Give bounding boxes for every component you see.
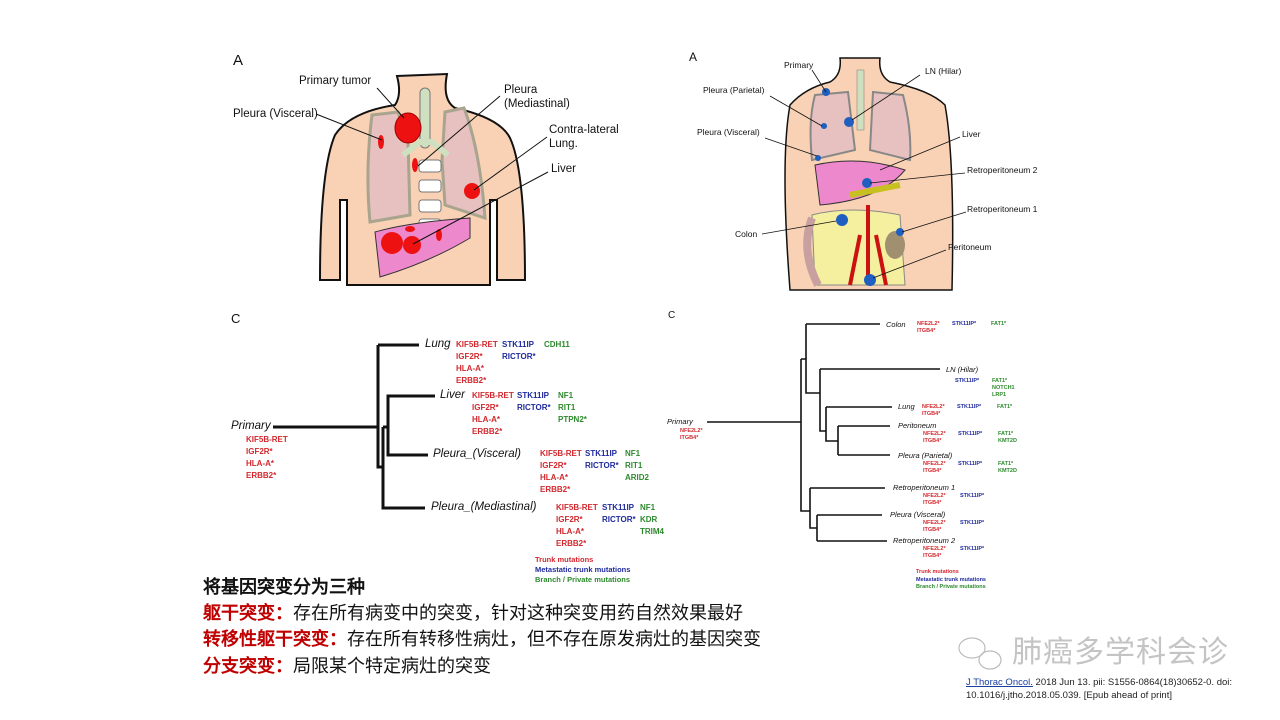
label-pleura-visceral: Pleura (Visceral): [233, 108, 318, 120]
gene-list-trunk: NFE2L2*ITGB4*: [923, 546, 946, 559]
gene-list-metastatic: STK11IP*: [960, 546, 985, 552]
watermark-text: 肺癌多学科会诊: [1012, 635, 1229, 670]
gene-list-metastatic: STK11IP*: [960, 520, 985, 526]
citation: J Thorac Oncol. 2018 Jun 13. pii: S1556-…: [966, 677, 1233, 701]
tree-node-pleura-mediastinal: Pleura_(Mediastinal): [431, 501, 537, 513]
gene-list-metastatic: STK11IP*: [958, 431, 983, 437]
label-ln-hilar: LN (Hilar): [925, 66, 962, 76]
gene-list-metastatic: STK11IP*: [960, 493, 985, 499]
gene-list-trunk: NFE2L2*ITGB4*: [917, 321, 940, 334]
gene-list-metastatic: STK11IP*: [957, 404, 982, 410]
panel-letter-c-right: C: [668, 310, 676, 321]
tree-node-retroperitoneum-1: Retroperitoneum 1: [893, 483, 956, 492]
gene-list-branch: FAT1*: [997, 404, 1013, 410]
gene-list-branch: FAT1*: [991, 321, 1007, 327]
gene-list-branch: FAT1*KMT2D: [998, 431, 1017, 444]
panel-letter-c-left: C: [231, 311, 241, 326]
note-item-metastatic-trunk: 转移性躯干突变：存在所有转移性病灶，但不存在原发病灶的基因突变: [203, 629, 761, 650]
label-liver: Liver: [551, 163, 576, 175]
gene-list-trunk: NFE2L2*ITGB4*: [680, 428, 703, 441]
panel-letter-a-right: A: [689, 50, 698, 64]
panel-letter-a-left: A: [233, 52, 244, 69]
note-item-branch: 分支突变：局限某个特定病灶的突变: [203, 656, 491, 677]
notes-title: 将基因突变分为三种: [203, 577, 365, 598]
tree-node-peritoneum: Peritoneum: [898, 421, 937, 430]
tree-node-lung: Lung: [425, 338, 451, 350]
tree-node-retroperitoneum-2: Retroperitoneum 2: [893, 536, 956, 545]
label-pleura-visceral-right: Pleura (Visceral): [697, 127, 760, 137]
tree-node-primary: Primary: [231, 420, 271, 432]
label-retroperitoneum-1: Retroperitoneum 1: [967, 204, 1038, 214]
tree-node-pleura-parietal: Pleura (Parietal): [898, 451, 953, 460]
gene-list-trunk: NFE2L2*ITGB4*: [923, 431, 946, 444]
tree-node-colon: Colon: [886, 320, 906, 329]
tree-node-pleura-visceral: Pleura_(Visceral): [433, 448, 521, 460]
gene-list-metastatic: STK11IP*: [955, 378, 980, 384]
label-retroperitoneum-2: Retroperitoneum 2: [967, 165, 1038, 175]
tree-node-liver: Liver: [440, 389, 465, 401]
tree-node-primary-right: Primary: [667, 417, 693, 426]
label-primary: Primary: [784, 60, 814, 70]
gene-list-trunk: NFE2L2*ITGB4*: [922, 404, 945, 417]
gene-list-trunk: NFE2L2*ITGB4*: [923, 520, 946, 533]
label-pleura-parietal: Pleura (Parietal): [703, 85, 765, 95]
tree-node-lung-right: Lung: [898, 402, 915, 411]
journal-link[interactable]: J Thorac Oncol.: [966, 677, 1033, 688]
gene-list-metastatic: STK11IP*: [952, 321, 977, 327]
gene-list-branch: FAT1*KMT2D: [998, 461, 1017, 474]
tree-node-ln-hilar: LN (Hilar): [946, 365, 979, 374]
label-peritoneum: Peritoneum: [948, 242, 992, 252]
label-liver-right: Liver: [962, 129, 981, 139]
label-primary-tumor: Primary tumor: [299, 75, 372, 87]
label-colon: Colon: [735, 229, 758, 239]
gene-list-trunk: NFE2L2*ITGB4*: [923, 493, 946, 506]
gene-list-trunk: NFE2L2*ITGB4*: [923, 461, 946, 474]
gene-list-metastatic: STK11IP*: [958, 461, 983, 467]
tree-node-pleura-visceral-right: Pleura (Visceral): [890, 510, 946, 519]
gene-list-branch: CDH11: [544, 340, 570, 349]
label-pleura-mediastinal: Pleura(Mediastinal): [504, 84, 570, 110]
note-item-trunk: 躯干突变：存在所有病变中的突变，针对这种突变用药自然效果最好: [203, 603, 743, 624]
